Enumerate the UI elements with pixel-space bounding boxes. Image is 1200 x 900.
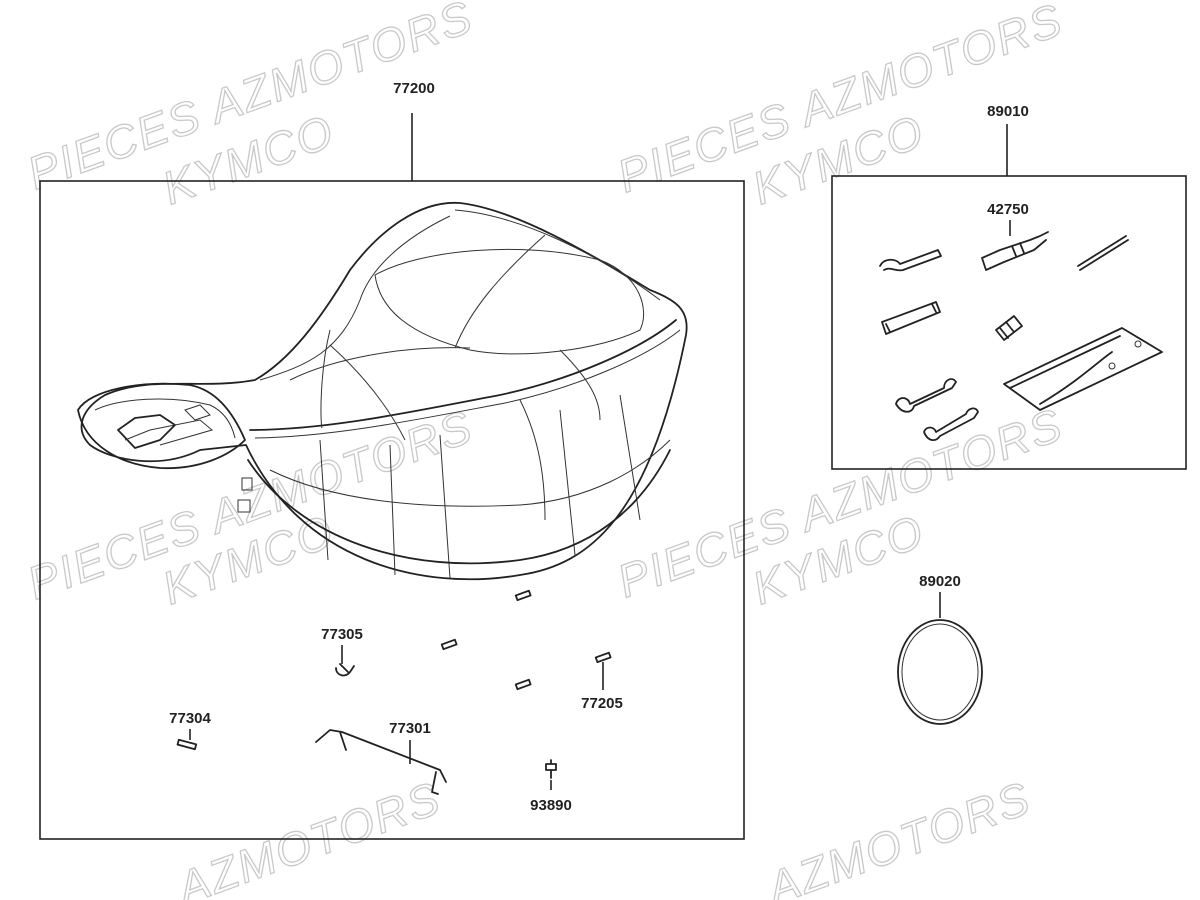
pin-icon: [1077, 235, 1129, 271]
seat-illustration: [77, 202, 688, 581]
wrench-icon: [895, 378, 957, 413]
wire-part: 77301: [315, 720, 447, 795]
part-label-89010: 89010: [987, 103, 1029, 120]
clip-part: [514, 678, 532, 691]
watermark-text: AZMOTORS: [168, 771, 448, 900]
tool-pouch-icon: [1003, 327, 1163, 411]
tool-items: [879, 231, 1163, 441]
frame-border: [39, 180, 745, 840]
watermark-text: AZMOTORS: [758, 771, 1038, 900]
tool-kit-frame: 89010 42750: [831, 103, 1187, 470]
pouch-rivet: [1108, 362, 1116, 370]
part-label-77200: 77200: [393, 80, 435, 97]
seat-assembly-frame: 77200: [39, 80, 745, 840]
part-label-77205: 77205: [581, 695, 623, 712]
clip-part: [514, 589, 532, 602]
bolt-part: 93890: [530, 759, 572, 814]
clip-parts: 77205: [440, 589, 623, 712]
pouch-rivet: [1134, 340, 1142, 348]
frame-border: [831, 175, 1187, 470]
part-label-77301: 77301: [389, 720, 431, 737]
cushion-shape: [176, 738, 198, 751]
part-label-93890: 93890: [530, 797, 572, 814]
cushion-part: 77304: [169, 710, 212, 751]
part-label-42750: 42750: [987, 201, 1029, 218]
hook-wrench-icon: [879, 249, 942, 272]
part-label-89020: 89020: [919, 573, 961, 590]
clip-part: [594, 651, 612, 664]
band-ring-inner: [901, 623, 979, 721]
socket-wrench-icon: [881, 301, 941, 335]
part-label-77305: 77305: [321, 626, 363, 643]
socket-icon: [995, 315, 1023, 341]
part-label-77304: 77304: [169, 710, 211, 727]
hook-part: 77305: [321, 626, 363, 677]
screwdriver-icon: [981, 231, 1049, 271]
band-ring: [897, 619, 983, 725]
wrench-icon: [923, 407, 979, 441]
clip-part: [440, 638, 458, 651]
band-part: 89020: [897, 573, 983, 725]
